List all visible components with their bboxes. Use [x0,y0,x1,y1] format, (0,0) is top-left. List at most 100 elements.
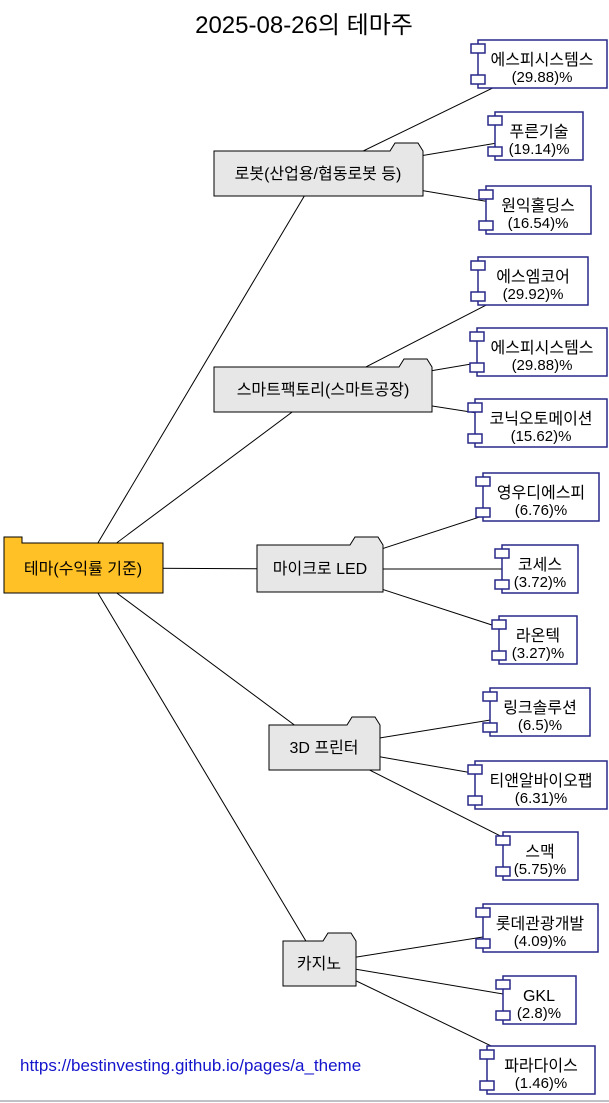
component-tab-icon [495,835,511,846]
stock-node: 파라다이스 (1.46)% [479,1045,596,1095]
theme-node-robot: 로봇(산업용/협동로봇 등) [213,142,424,197]
theme-node-microled: 마이크로 LED [256,536,384,593]
component-tab-icon [479,1080,495,1091]
component-tab-icon [495,1010,511,1021]
stock-return: (1.46)% [515,1075,568,1092]
component-tab-icon [482,691,498,702]
component-tab-icon [475,507,491,518]
stock-name: 푸른기술 [510,123,569,141]
root-folder-shape [3,536,164,594]
stock-name: 라온텍 [516,627,560,645]
component-tab-icon [467,795,483,806]
stock-return: (4.09)% [514,933,567,950]
stock-return: (3.72)% [514,574,567,591]
stock-name: 에스피시스템스 [490,339,593,357]
stock-return: (16.54)% [508,215,569,232]
stock-node: 링크솔루션 (6.5)% [482,687,591,737]
page-title: 2025-08-26의 테마주 [195,12,413,39]
component-tab-icon [495,866,511,877]
component-tab-icon [467,433,483,444]
component-tab-icon [470,43,486,54]
stock-node: 코닉오토메이션 (15.62)% [467,398,608,448]
stock-return: (5.75)% [514,861,567,878]
stock-return: (29.88)% [512,69,573,86]
stock-node: GKL (2.8)% [495,975,577,1025]
stock-name: 링크솔루션 [503,699,577,717]
component-tab-icon [491,619,507,630]
component-tab-icon [469,362,485,373]
theme-label: 3D 프린터 [289,739,358,757]
stock-name: 스맥 [525,843,554,861]
stock-return: (29.92)% [503,286,564,303]
edge-root-smartfactory [82,388,324,569]
stock-return: (6.31)% [515,790,568,807]
component-tab-icon [470,260,486,271]
stock-name: 원익홀딩스 [501,197,575,215]
theme-label: 로봇(산업용/협동로봇 등) [235,165,402,183]
stock-name: 코닉오토메이션 [489,410,592,428]
theme-label: 마이크로 LED [273,560,367,578]
stock-node: 원익홀딩스 (16.54)% [478,185,592,235]
stock-name: 롯데관광개발 [496,915,585,933]
stock-node: 푸른기술 (19.14)% [487,111,584,161]
component-tab-icon [491,650,507,661]
stock-node: 스맥 (5.75)% [495,831,579,881]
root-node: 테마(수익률 기준) [3,536,164,594]
stock-return: (15.62)% [511,428,572,445]
component-tab-icon [467,402,483,413]
component-tab-icon [475,476,491,487]
component-tab-icon [469,331,485,342]
component-tab-icon [478,220,494,231]
stock-return: (19.14)% [509,141,570,158]
edge-root-3dprinter [82,567,325,748]
stock-node: 라온텍 (3.27)% [491,615,578,665]
stock-node: 롯데관광개발 (4.09)% [475,903,599,953]
stock-name: GKL [523,988,555,1005]
stock-return: (6.5)% [518,717,562,734]
edge-root-robot [82,172,319,569]
stock-name: 에스엠코어 [496,268,570,286]
stock-node: 에스피시스템스 (29.88)% [470,39,608,89]
component-tab-icon [487,146,503,157]
stock-return: (29.88)% [512,357,573,374]
component-tab-icon [494,548,510,559]
stock-node: 코세스 (3.72)% [494,544,579,594]
stock-return: (2.8)% [517,1005,561,1022]
theme-node-smartfactory: 스마트팩토리(스마트공장) [213,358,433,413]
component-tab-icon [487,115,503,126]
folder-shape [268,716,381,771]
component-tab-icon [478,189,494,200]
component-tab-icon [495,979,511,990]
stock-name: 코세스 [518,556,562,574]
stock-node: 티앤알바이오팹 (6.31)% [467,760,608,810]
folder-shape [213,358,433,413]
source-url-link[interactable]: https://bestinvesting.github.io/pages/a_… [20,1056,361,1075]
theme-label: 카지노 [297,955,341,973]
stock-return: (3.27)% [512,645,565,662]
stock-name: 에스피시스템스 [490,51,593,69]
component-tab-icon [470,291,486,302]
folder-shape [213,142,424,197]
component-tab-icon [470,74,486,85]
component-tab-icon [479,1049,495,1060]
component-tab-icon [467,764,483,775]
theme-node-3dprinter: 3D 프린터 [268,716,381,771]
stock-name: 영우디에스피 [497,484,585,502]
edge-root-casino [82,567,320,964]
stock-node: 영우디에스피 (6.76)% [475,472,600,522]
component-tab-icon [494,579,510,590]
stock-return: (6.76)% [515,502,568,519]
stock-name: 파라다이스 [504,1057,578,1075]
theme-node-casino: 카지노 [282,932,357,987]
theme-label: 스마트팩토리(스마트공장) [237,381,410,399]
root-node-label: 테마(수익률 기준) [24,560,142,578]
folder-shape [256,536,384,593]
component-tab-icon [482,722,498,733]
stock-node: 에스엠코어 (29.92)% [470,256,589,306]
component-tab-icon [475,938,491,949]
stock-node: 에스피시스템스 (29.88)% [469,327,608,377]
component-tab-icon [475,907,491,918]
folder-shape [282,932,357,987]
